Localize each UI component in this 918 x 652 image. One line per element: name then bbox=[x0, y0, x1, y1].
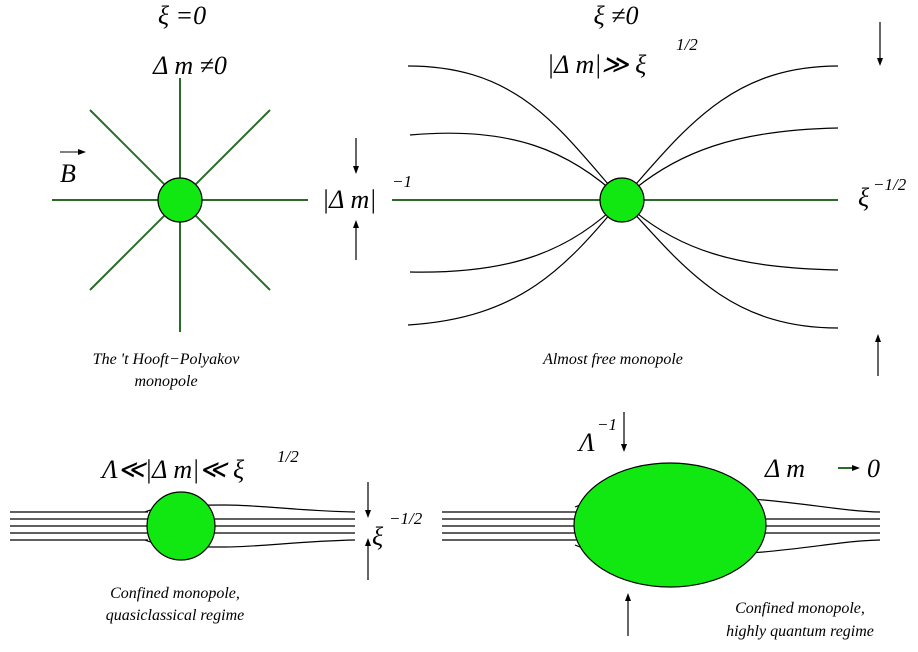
dm-scale-label: |Δ m| bbox=[322, 185, 376, 214]
qc-inequality-exponent: 1/2 bbox=[277, 447, 299, 466]
dm-inverse-scale: |Δ m| −1 bbox=[322, 138, 412, 260]
confined-qc-panel: Λ≪|Δ m|≪ ξ 1/2 Confined monopole, quasic… bbox=[10, 447, 356, 624]
hp-xi-zero: ξ =0 bbox=[158, 1, 206, 30]
hp-monopole-core bbox=[157, 177, 203, 223]
hp-caption-line2: monopole bbox=[134, 373, 197, 390]
hp-caption-line1: The 't Hooft−Polyakov bbox=[93, 351, 241, 368]
free-xi-nonzero: ξ ≠0 bbox=[594, 1, 639, 30]
hp-dm-nonzero: Δ m ≠0 bbox=[152, 51, 227, 80]
xi-right-label: ξ bbox=[858, 183, 870, 212]
xi-right-exponent: −1/2 bbox=[873, 175, 907, 194]
free-monopole-panel: ξ ≠0 |Δ m|≫ ξ 1/2 Almost free monopole bbox=[392, 1, 839, 368]
quantum-zero: 0 bbox=[867, 454, 880, 483]
quantum-lambda-exponent: −1 bbox=[597, 415, 617, 434]
xi-mid-label: ξ bbox=[372, 522, 384, 551]
free-dm-gg-xi: |Δ m|≫ ξ bbox=[547, 50, 647, 79]
confined-quantum-panel: Λ −1 Δ m 0 Confined monopole, highly qua… bbox=[442, 412, 881, 640]
qc-inequality: Λ≪|Δ m|≪ ξ bbox=[99, 455, 245, 484]
qc-caption-line2: quasiclassical regime bbox=[106, 607, 245, 624]
free-caption: Almost free monopole bbox=[542, 351, 683, 368]
free-dm-gg-exponent: 1/2 bbox=[676, 35, 698, 54]
qc-monopole-core bbox=[146, 491, 216, 561]
quantum-caption-line1: Confined monopole, bbox=[735, 600, 865, 617]
free-field-lines bbox=[392, 65, 839, 329]
quantum-lambda: Λ bbox=[576, 428, 595, 457]
xi-right-scale: ξ −1/2 bbox=[858, 22, 907, 376]
qc-caption-line1: Confined monopole, bbox=[110, 585, 240, 602]
hp-monopole-panel: ξ =0 Δ m ≠0 B The 't Hooft−Polyakov mono… bbox=[52, 1, 308, 390]
qc-flux-tube bbox=[10, 504, 356, 548]
free-monopole-core bbox=[599, 177, 645, 223]
quantum-dm-label: Δ m bbox=[764, 454, 805, 483]
quantum-monopole-core bbox=[573, 462, 767, 588]
quantum-caption-line2: highly quantum regime bbox=[726, 623, 874, 640]
xi-mid-scale: ξ −1/2 bbox=[365, 482, 423, 580]
xi-mid-exponent: −1/2 bbox=[389, 509, 423, 528]
dm-scale-exponent: −1 bbox=[392, 172, 412, 191]
b-field-label: B bbox=[60, 159, 76, 188]
